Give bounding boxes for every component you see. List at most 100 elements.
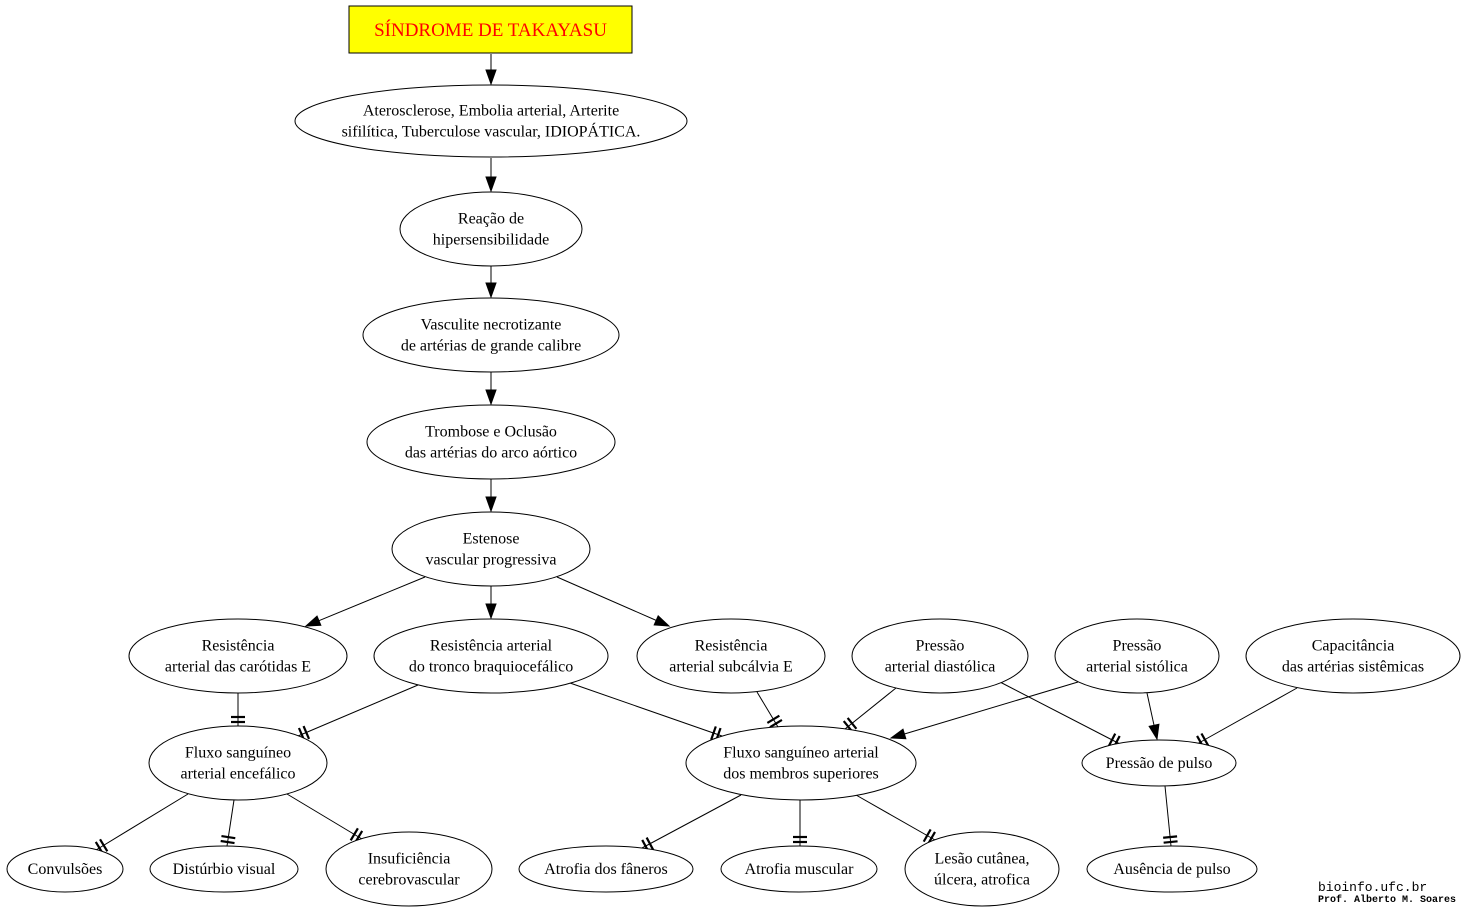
node-ellipse [904, 831, 1060, 907]
arrowhead [889, 728, 907, 740]
node-ellipse [1054, 618, 1220, 694]
nodes-layer: SÍNDROME DE TAKAYASU Aterosclerose, Embo… [6, 5, 1461, 907]
node-pulse-pressure: Pressão de pulso [1081, 739, 1237, 787]
edge-line [1196, 687, 1298, 745]
node-label-line: Vasculite necrotizante [421, 317, 562, 334]
node-label-line: Pressão [916, 638, 965, 655]
arrowhead [1148, 723, 1160, 741]
node-label-line: arterial encefálico [180, 766, 295, 783]
node-stenosis: Estenose vascular progressiva [391, 511, 591, 587]
edge-thrombosis-to-stenosis [485, 479, 497, 513]
node-label-line: Capacitância [1312, 638, 1395, 655]
inhibition-tick [349, 827, 359, 841]
edge-line [855, 794, 936, 841]
node-ellipse [362, 297, 620, 373]
node-label-line: das artérias do arco aórtico [405, 445, 577, 462]
node-causes: Aterosclerose, Embolia arterial, Arterit… [294, 84, 688, 158]
inhibition-tick [1163, 835, 1178, 839]
edge-causes-to-hypersensitivity [485, 158, 497, 193]
edge-line [297, 684, 419, 737]
node-ellipse [720, 845, 878, 893]
node-label-line: vascular progressiva [425, 552, 556, 569]
node-ellipse [1086, 845, 1258, 893]
edge-res-brachio-to-limb-flow [569, 682, 723, 742]
credit-site: bioinfo.ufc.br [1317, 880, 1428, 895]
node-vasculitis: Vasculite necrotizante de artérias de gra… [362, 297, 620, 373]
inhibition-tick [710, 726, 717, 741]
node-label-line: arterial subcálvia E [669, 659, 793, 676]
node-label-line: Pressão de pulso [1106, 755, 1213, 772]
node-ellipse [685, 725, 917, 801]
node-label-line: úlcera, atrofica [934, 872, 1030, 889]
node-ellipse [391, 511, 591, 587]
node-pulse-absence: Ausência de pulso [1086, 845, 1258, 893]
inhibition-tick [220, 839, 235, 845]
edge-hypersensitivity-to-vasculitis [485, 266, 497, 299]
arrowhead [485, 176, 497, 193]
edge-pulse-pressure-to-pulse-absence [1163, 785, 1178, 847]
node-label-line: Estenose [463, 531, 520, 548]
arrowhead [485, 496, 497, 513]
node-label-line: Atrofia muscular [745, 861, 855, 878]
node-label-line: Ausência de pulso [1113, 861, 1230, 878]
node-label-line: sifilítica, Tuberculose vascular, IDIOPÁ… [342, 122, 641, 141]
title-box [348, 5, 633, 54]
edge-limb-flow-to-muscle-atrophy [793, 800, 807, 846]
node-ellipse [148, 725, 328, 801]
node-visual: Distúrbio visual [149, 845, 299, 893]
inhibition-tick [645, 837, 655, 851]
node-seizures: Convulsões [6, 845, 124, 893]
node-ellipse [1245, 618, 1461, 694]
inhibition-tick [99, 838, 109, 852]
edge-limb-flow-to-phanera-atrophy [641, 794, 742, 853]
inhibition-tick [769, 719, 783, 729]
node-label-line: arterial das carótidas E [165, 659, 311, 676]
inhibition-tick [1107, 733, 1117, 747]
edge-cerebral-flow-to-visual [220, 799, 236, 847]
node-label-line: Resistência [202, 638, 275, 655]
node-skin-lesion: Lesão cutânea, úlcera, atrofica [904, 831, 1060, 907]
node-diastolic: Pressão arterial diastólica [851, 618, 1029, 694]
node-label-line: Lesão cutânea, [934, 851, 1029, 868]
inhibition-tick [922, 828, 932, 843]
node-label-line: de artérias de grande calibre [401, 338, 581, 355]
node-label-line: arterial diastólica [885, 659, 996, 676]
node-label-line: arterial sistólica [1086, 659, 1188, 676]
node-ellipse [518, 845, 694, 893]
edge-line [1146, 692, 1155, 726]
edge-stenosis-to-res-brachio [485, 586, 497, 620]
edge-line [286, 793, 363, 840]
edge-line [756, 691, 779, 728]
node-ellipse [149, 845, 299, 893]
arrowhead [485, 389, 497, 406]
edge-line [556, 576, 657, 621]
edges-layer [94, 54, 1298, 855]
edge-stenosis-to-res-carotid [304, 576, 426, 627]
edge-res-subclavian-to-limb-flow [756, 691, 783, 729]
arrowhead [485, 282, 497, 299]
node-label-line: Convulsões [28, 861, 103, 878]
node-ellipse [851, 618, 1029, 694]
node-res-carotid: Resistência arterial das carótidas E [128, 618, 348, 694]
edge-line [844, 687, 897, 730]
edge-diastolic-to-pulse-pressure [999, 681, 1121, 749]
node-ellipse [325, 831, 493, 907]
node-ellipse [399, 191, 583, 267]
node-label-line: Insuficiência [368, 851, 451, 868]
edge-line [95, 793, 189, 851]
credit-author: Prof. Alberto M. Soares [1317, 895, 1456, 906]
edge-line [999, 681, 1121, 745]
node-label-line: Fluxo sanguíneo arterial [723, 745, 879, 762]
arrowhead [485, 603, 497, 620]
edge-diastolic-to-limb-flow [842, 687, 897, 733]
edge-capacitance-to-pulse-pressure [1196, 687, 1298, 749]
inhibition-tick [221, 834, 236, 840]
